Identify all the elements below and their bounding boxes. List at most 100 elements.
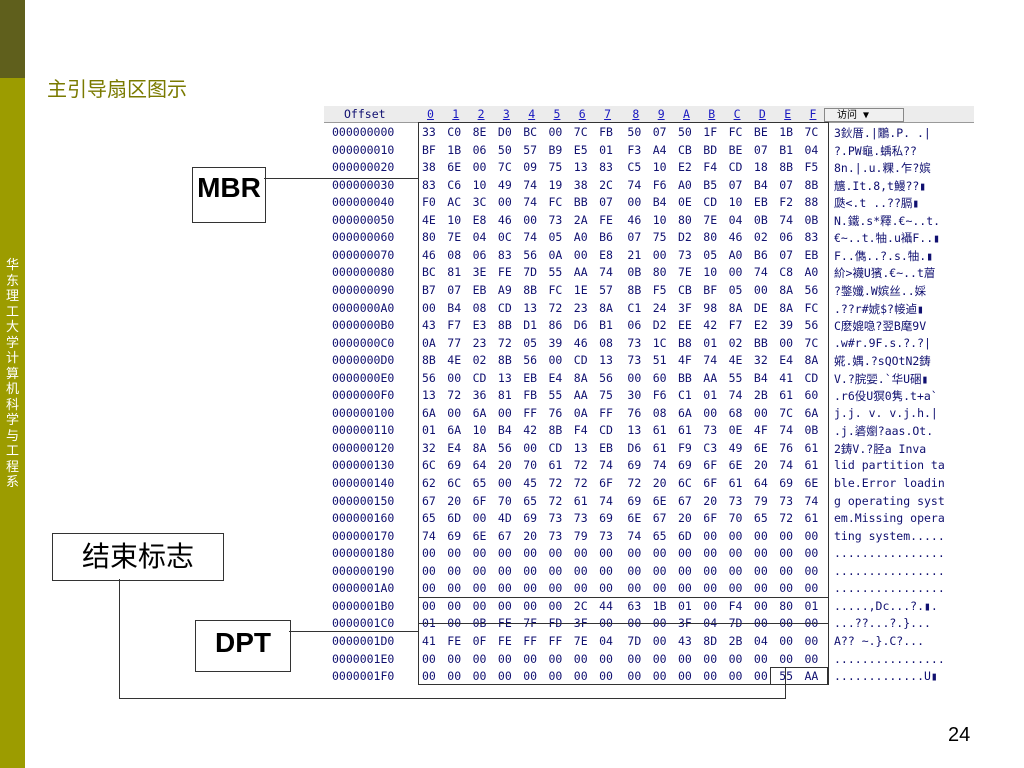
hex-byte[interactable]: 0A <box>422 335 436 350</box>
hex-byte[interactable]: 38 <box>422 160 436 175</box>
hex-byte[interactable]: CB <box>678 282 692 297</box>
hex-byte[interactable]: 02 <box>472 353 487 368</box>
hex-byte[interactable]: 79 <box>753 493 768 508</box>
hex-byte[interactable]: 00 <box>472 563 487 578</box>
hex-byte[interactable]: 01 <box>703 388 718 403</box>
hex-byte[interactable]: F2 <box>779 195 794 210</box>
hex-byte[interactable]: 6A <box>447 423 462 438</box>
hex-byte[interactable]: 83 <box>804 230 819 245</box>
hex-byte[interactable]: 20 <box>447 493 462 508</box>
hex-byte[interactable]: 51 <box>652 353 667 368</box>
access-dropdown[interactable]: 访问 ▼ <box>824 108 904 122</box>
hex-byte[interactable]: 73 <box>548 212 563 227</box>
hex-byte[interactable]: 00 <box>472 546 487 561</box>
hex-byte[interactable]: 6C <box>678 476 692 490</box>
hex-byte[interactable]: 69 <box>779 476 794 490</box>
hex-byte[interactable]: 00 <box>703 405 718 420</box>
hex-byte[interactable]: 00 <box>804 581 819 596</box>
hex-byte[interactable]: 69 <box>627 493 642 508</box>
hex-byte[interactable]: 4E <box>422 212 436 227</box>
hex-byte[interactable]: 8A <box>779 282 794 297</box>
hex-byte[interactable]: 67 <box>678 493 692 508</box>
hex-byte[interactable]: 00 <box>447 651 462 666</box>
hex-byte[interactable]: 2C <box>599 177 613 192</box>
hex-byte[interactable]: F6 <box>652 177 667 192</box>
hex-byte[interactable]: 42 <box>703 318 718 333</box>
hex-byte[interactable]: 62 <box>422 476 436 490</box>
hex-byte[interactable]: 00 <box>422 563 436 578</box>
hex-byte[interactable]: 00 <box>523 581 538 596</box>
hex-byte[interactable]: 00 <box>548 598 563 613</box>
hex-byte[interactable]: 69 <box>447 528 462 543</box>
hex-byte[interactable]: 38 <box>573 177 588 192</box>
hex-byte[interactable]: FF <box>548 633 563 648</box>
hex-byte[interactable]: 20 <box>753 458 768 473</box>
hex-byte[interactable]: DE <box>753 300 768 315</box>
hex-byte[interactable]: 61 <box>678 423 692 438</box>
hex-byte[interactable]: A0 <box>678 177 692 192</box>
hex-byte[interactable]: 00 <box>573 651 588 666</box>
hex-byte[interactable]: 76 <box>779 440 794 455</box>
hex-byte[interactable]: 00 <box>779 335 794 350</box>
hex-byte[interactable]: 8B <box>548 423 563 438</box>
hex-byte[interactable]: BB <box>753 335 768 350</box>
hex-byte[interactable]: 98 <box>703 300 718 315</box>
hex-byte[interactable]: 74 <box>804 493 819 508</box>
hex-byte[interactable]: CD <box>703 195 718 210</box>
hex-byte[interactable]: 07 <box>627 230 642 245</box>
hex-byte[interactable]: CD <box>573 353 588 368</box>
hex-byte[interactable]: 00 <box>548 651 563 666</box>
hex-byte[interactable]: 4E <box>447 353 462 368</box>
hex-byte[interactable]: AA <box>703 370 718 385</box>
hex-byte[interactable]: 8B <box>497 318 512 333</box>
hex-byte[interactable]: D6 <box>627 440 642 455</box>
hex-byte[interactable]: 73 <box>627 353 642 368</box>
hex-byte[interactable]: 74 <box>703 353 718 368</box>
hex-byte[interactable]: C3 <box>703 440 718 455</box>
hex-byte[interactable]: 07 <box>652 125 667 139</box>
hex-byte[interactable]: 4E <box>728 353 743 368</box>
hex-byte[interactable]: 00 <box>599 651 613 666</box>
hex-byte[interactable]: B5 <box>703 177 718 192</box>
hex-byte[interactable]: 55 <box>548 265 563 280</box>
hex-byte[interactable]: 09 <box>523 160 538 175</box>
hex-byte[interactable]: F4 <box>573 423 588 438</box>
hex-byte[interactable]: 7D <box>627 633 642 648</box>
hex-byte[interactable]: 72 <box>627 476 642 490</box>
hex-byte[interactable]: 00 <box>652 247 667 262</box>
hex-byte[interactable]: 04 <box>804 142 819 157</box>
hex-byte[interactable]: 8B <box>422 353 436 368</box>
hex-byte[interactable]: 73 <box>548 511 563 526</box>
hex-byte[interactable]: 81 <box>447 265 462 280</box>
hex-byte[interactable]: BE <box>753 125 768 139</box>
hex-byte[interactable]: FE <box>497 265 512 280</box>
hex-byte[interactable]: 6C <box>447 476 462 490</box>
hex-byte[interactable]: FE <box>599 212 613 227</box>
hex-byte[interactable]: 0C <box>497 230 512 245</box>
hex-byte[interactable]: 05 <box>523 335 538 350</box>
hex-byte[interactable]: 56 <box>599 370 613 385</box>
hex-byte[interactable]: 67 <box>497 528 512 543</box>
hex-byte[interactable]: 0B <box>627 265 642 280</box>
hex-byte[interactable]: 74 <box>779 423 794 438</box>
hex-byte[interactable]: FE <box>447 633 462 648</box>
hex-byte[interactable]: 61 <box>573 493 588 508</box>
hex-byte[interactable]: 00 <box>447 546 462 561</box>
hex-byte[interactable]: 24 <box>652 300 667 315</box>
hex-byte[interactable]: 8A <box>472 440 487 455</box>
hex-byte[interactable]: 7E <box>678 265 692 280</box>
hex-byte[interactable]: 8A <box>573 370 588 385</box>
hex-byte[interactable]: 19 <box>548 177 563 192</box>
hex-byte[interactable]: 00 <box>753 581 768 596</box>
hex-byte[interactable]: 00 <box>523 212 538 227</box>
hex-byte[interactable]: 6F <box>599 476 613 490</box>
hex-byte[interactable]: 8A <box>779 300 794 315</box>
hex-byte[interactable]: 56 <box>422 370 436 385</box>
hex-byte[interactable]: 6F <box>472 493 487 508</box>
hex-byte[interactable]: 0E <box>678 195 692 210</box>
hex-byte[interactable]: 00 <box>422 651 436 666</box>
hex-byte[interactable]: 30 <box>627 388 642 403</box>
hex-byte[interactable]: D6 <box>573 318 588 333</box>
hex-byte[interactable]: 1F <box>703 125 718 139</box>
hex-byte[interactable]: 61 <box>728 476 743 490</box>
